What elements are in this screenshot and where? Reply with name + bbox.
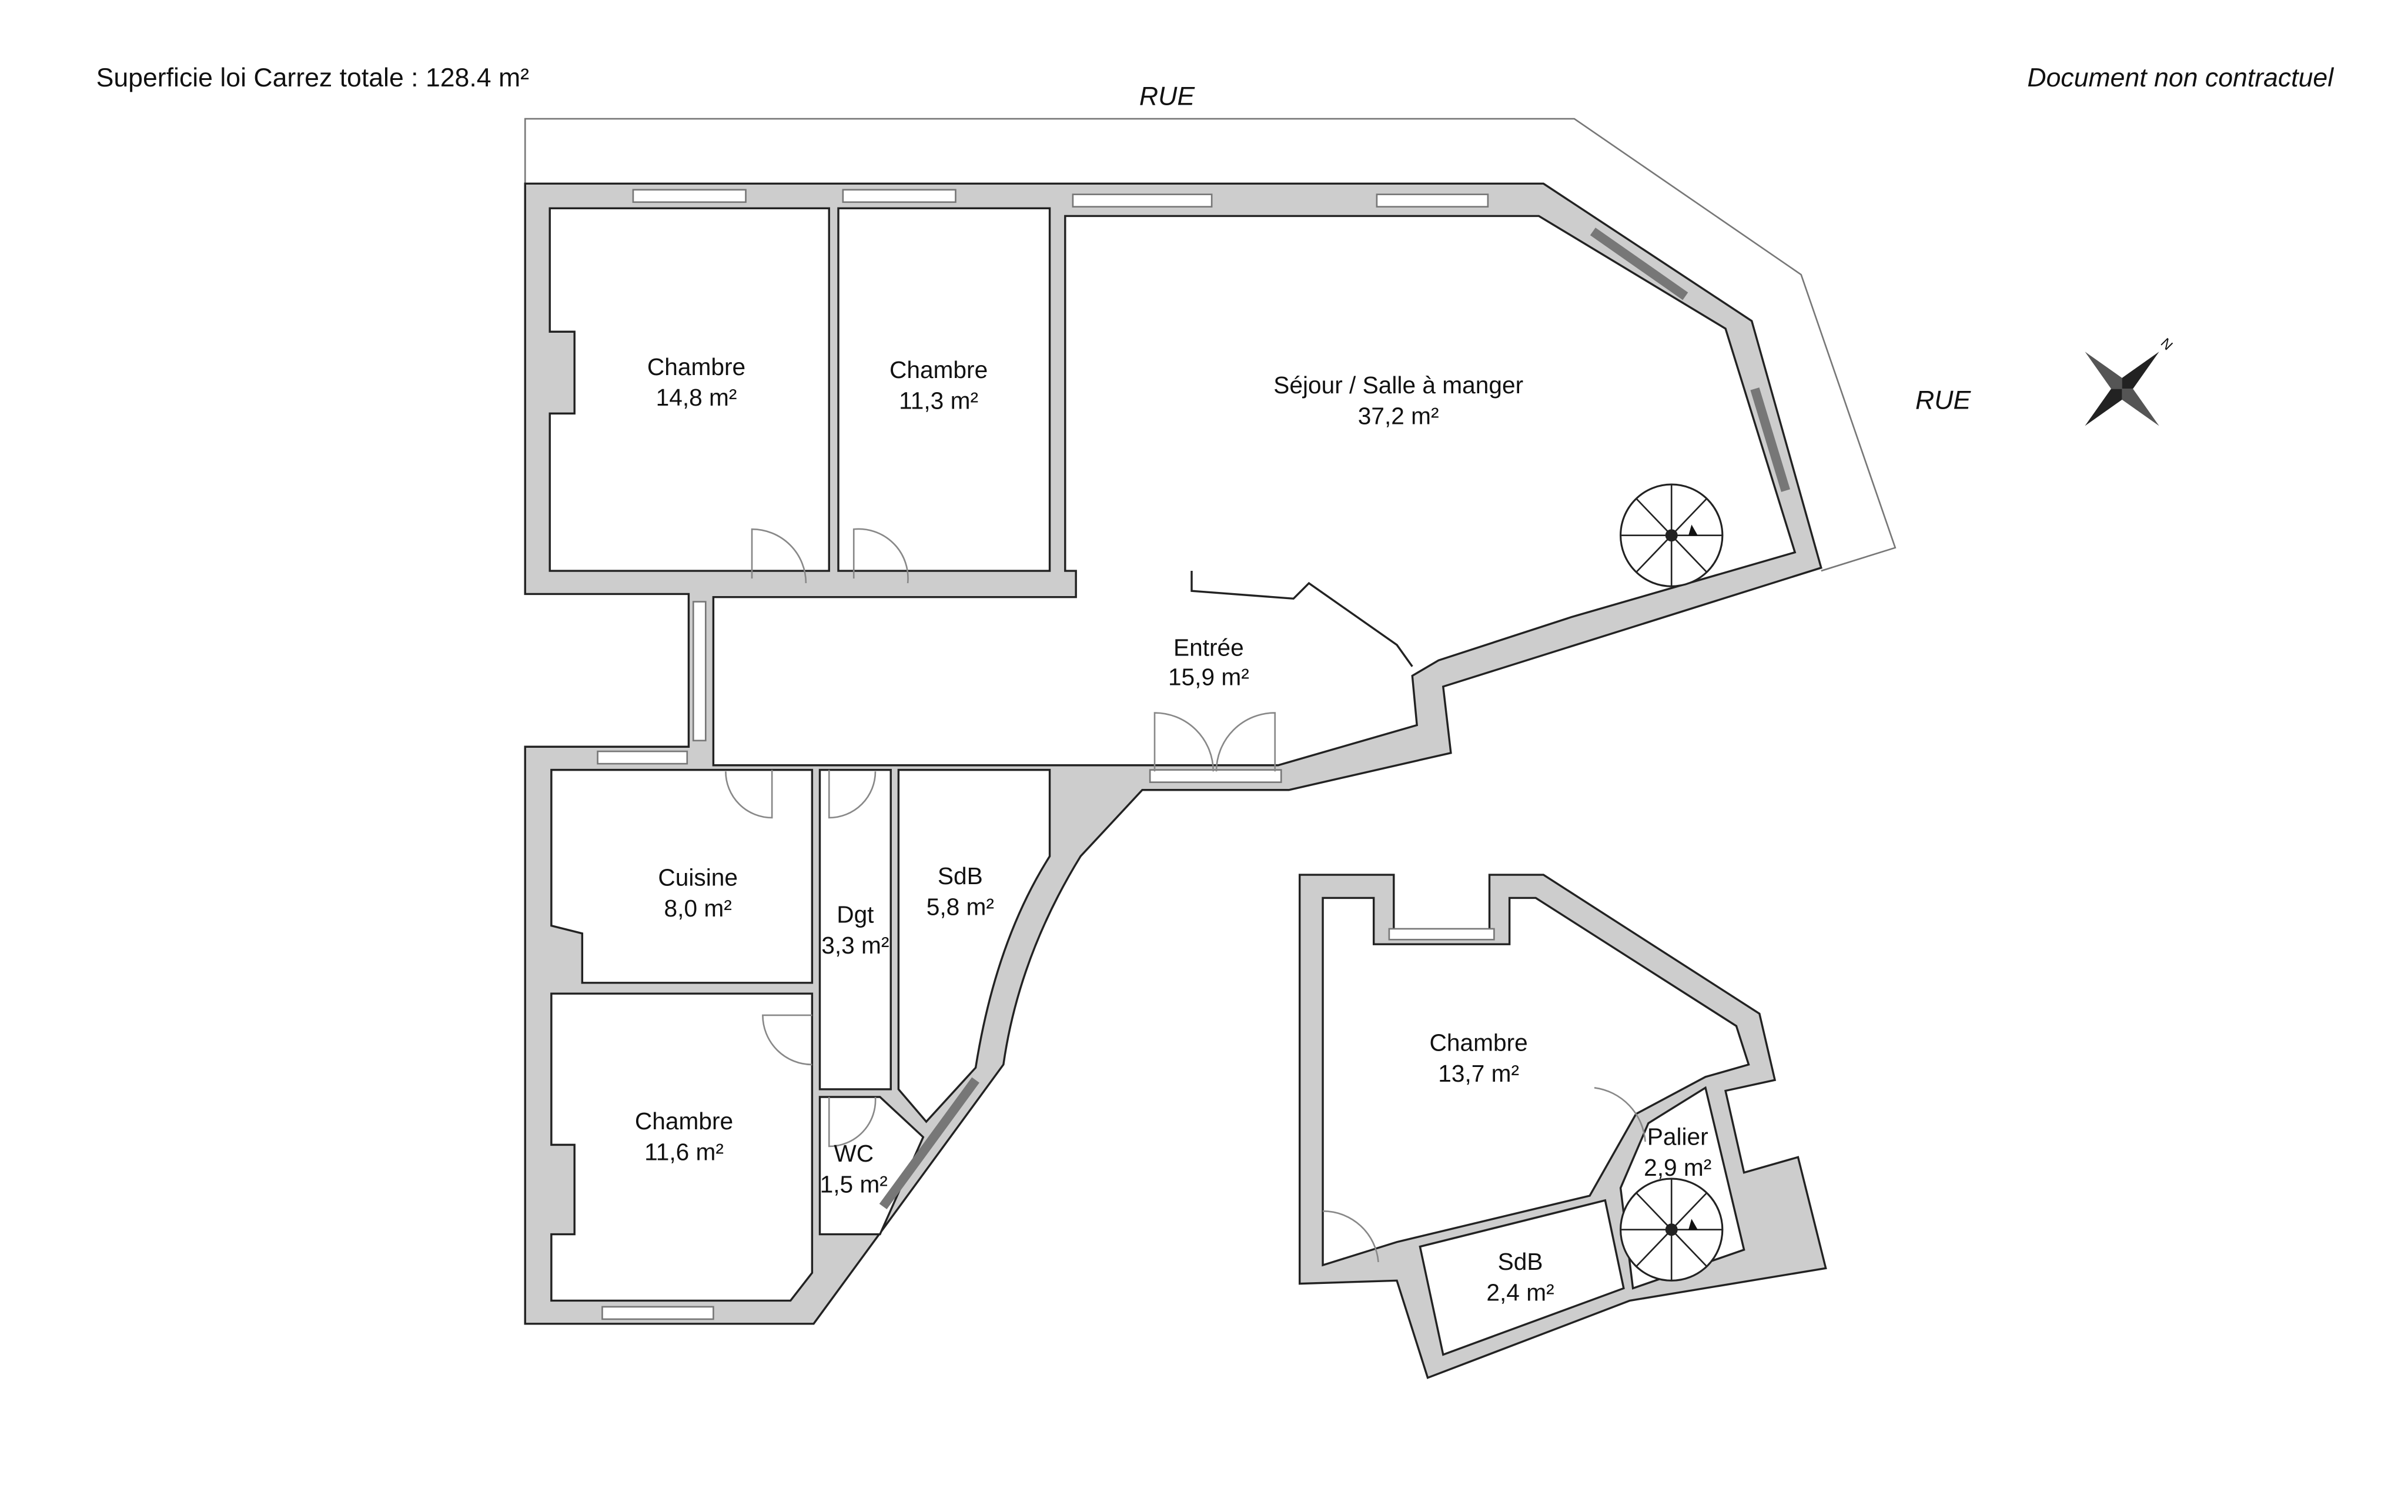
street-label-right: RUE: [1915, 386, 1971, 414]
room-area: 1,5 m²: [820, 1171, 888, 1198]
window: [1388, 928, 1495, 941]
room-name: Séjour / Salle à manger: [1273, 372, 1523, 399]
spiral-staircase-icon: [1620, 483, 1724, 587]
room-dgt: [818, 768, 892, 1090]
doors: [725, 528, 1276, 1148]
room-area: 13,7 m²: [1438, 1060, 1519, 1087]
room-sdb-1: [897, 768, 1051, 1123]
room-chambre-2: [837, 207, 1051, 572]
room-sdb-2: [1419, 1199, 1625, 1356]
room-area: 2,9 m²: [1644, 1154, 1711, 1181]
room-sejour-entree: [712, 215, 1797, 767]
room-chambre-1: [549, 207, 830, 572]
room-chambre-4: [1322, 897, 1750, 1267]
disclaimer-label: Document non contractuel: [2027, 63, 2334, 92]
door: [1594, 1086, 1646, 1142]
room-name: WC: [834, 1140, 874, 1167]
room-name: Chambre: [635, 1108, 733, 1135]
room-area: 5,8 m²: [927, 893, 994, 920]
room-chambre-3: [550, 992, 814, 1302]
room-area: 15,9 m²: [1168, 663, 1249, 690]
room-area: 2,4 m²: [1486, 1279, 1554, 1306]
room-area: 8,0 m²: [664, 895, 732, 922]
room-name: Chambre: [1430, 1029, 1528, 1056]
street-label-top: RUE: [1139, 82, 1195, 111]
room-cuisine: [550, 768, 814, 984]
room-name: SdB: [1498, 1248, 1543, 1275]
room-area: 11,3 m²: [899, 387, 978, 414]
windows: [597, 189, 1790, 1320]
compass-north-label: N: [2158, 336, 2175, 353]
room-area: 37,2 m²: [1358, 403, 1439, 430]
room-name: Entrée: [1173, 634, 1244, 661]
door: [1323, 1210, 1379, 1262]
room-name: Chambre: [647, 353, 745, 380]
spiral-staircase-icon: [1620, 1178, 1724, 1282]
room-labels: Chambre 14,8 m² Chambre 11,3 m² Séjour /…: [635, 353, 1711, 1306]
total-area-label: Superficie loi Carrez totale : 128.4 m²: [96, 63, 529, 92]
room-name: SdB: [938, 862, 983, 889]
room-name: Dgt: [837, 901, 874, 928]
room-area: 11,6 m²: [644, 1139, 724, 1166]
room-name: Palier: [1647, 1123, 1708, 1150]
partial-wall: [1190, 571, 1413, 667]
room-name: Chambre: [889, 356, 988, 383]
street-boundary: [524, 118, 1897, 572]
room-area: 14,8 m²: [656, 384, 737, 411]
compass-rose-icon: N: [2085, 336, 2175, 426]
room-name: Cuisine: [658, 864, 738, 891]
room-area: 3,3 m²: [821, 932, 889, 959]
